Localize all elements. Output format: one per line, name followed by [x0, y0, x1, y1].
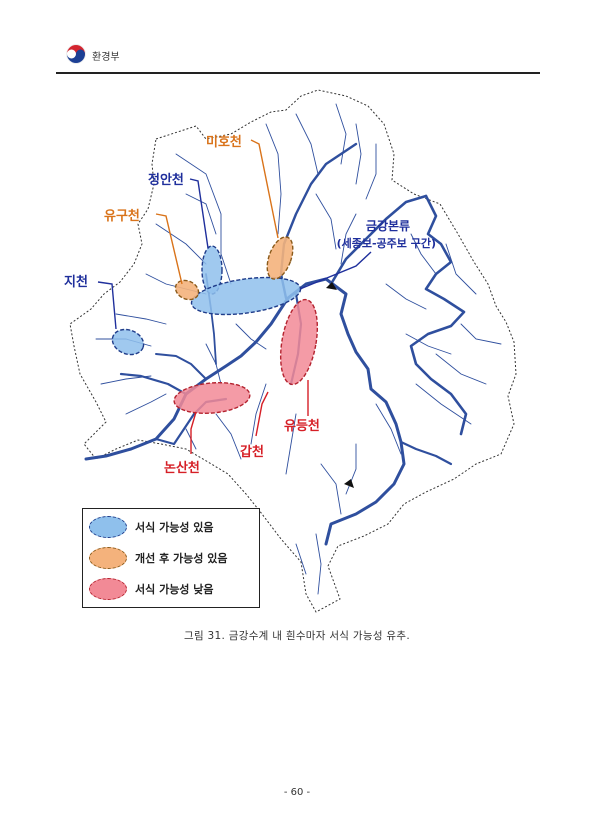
- page-number: - 60 -: [283, 787, 311, 798]
- label-mihocheon: 미호천: [206, 134, 242, 150]
- habitat-zone-jicheon: [111, 328, 145, 356]
- page-header: 환경부: [56, 40, 540, 74]
- label-yudeungcheon: 유등천: [284, 419, 320, 434]
- figure-caption: 그림 31. 금강수계 내 흰수마자 서식 가능성 유추.: [184, 630, 410, 642]
- habitat-zone-yudeungcheon: [279, 298, 319, 386]
- label-geumgang-line2: (세종보-공주보 구간): [337, 236, 436, 250]
- legend-label: 서식 가능성 낮음: [135, 583, 214, 596]
- legend-swatch-blue: [89, 516, 127, 538]
- map-legend: 서식 가능성 있음 개선 후 가능성 있음 서식 가능성 낮음: [82, 508, 260, 608]
- leader-yugucheon: [155, 213, 183, 285]
- government-emblem-icon: [66, 44, 86, 64]
- label-jeongancheon: 정안천: [148, 172, 184, 188]
- habitat-zone-nonsan-gapcheon: [173, 381, 251, 415]
- label-jicheon: 지천: [64, 275, 88, 290]
- legend-label: 개선 후 가능성 있음: [135, 552, 228, 565]
- leader-jicheon: [97, 281, 117, 330]
- legend-label: 서식 가능성 있음: [135, 521, 214, 534]
- leader-mihocheon: [250, 139, 279, 239]
- label-yugucheon: 유구천: [104, 209, 140, 224]
- ministry-name: 환경부: [92, 52, 120, 63]
- leader-geumgang: [299, 251, 372, 290]
- leader-jeongancheon: [189, 178, 209, 249]
- label-nonsancheon: 논산천: [164, 460, 200, 476]
- header-rule: [56, 72, 540, 74]
- leader-nonsancheon: [190, 411, 197, 454]
- dam-marker-daecheong: [326, 282, 337, 290]
- dam-marker-yongdam: [344, 479, 354, 488]
- habitat-zone-mihocheon: [266, 236, 294, 280]
- habitat-zone-yugucheon: [174, 279, 200, 301]
- legend-swatch-red: [89, 578, 127, 600]
- label-gapcheon: 갑천: [240, 444, 264, 460]
- legend-swatch-orange: [89, 547, 127, 569]
- legend-item-low: 서식 가능성 낮음: [89, 577, 214, 601]
- legend-item-after-improvement: 개선 후 가능성 있음: [89, 546, 227, 570]
- legend-item-high: 서식 가능성 있음: [89, 515, 214, 539]
- label-geumgang-line1: 금강본류: [366, 219, 410, 233]
- geum-river-basin-map: 미호천 정안천 유구천 지천 금강본류 (세종보-공주보 구간) 유등천 갑천 …: [64, 89, 517, 613]
- leader-gapcheon: [255, 391, 269, 437]
